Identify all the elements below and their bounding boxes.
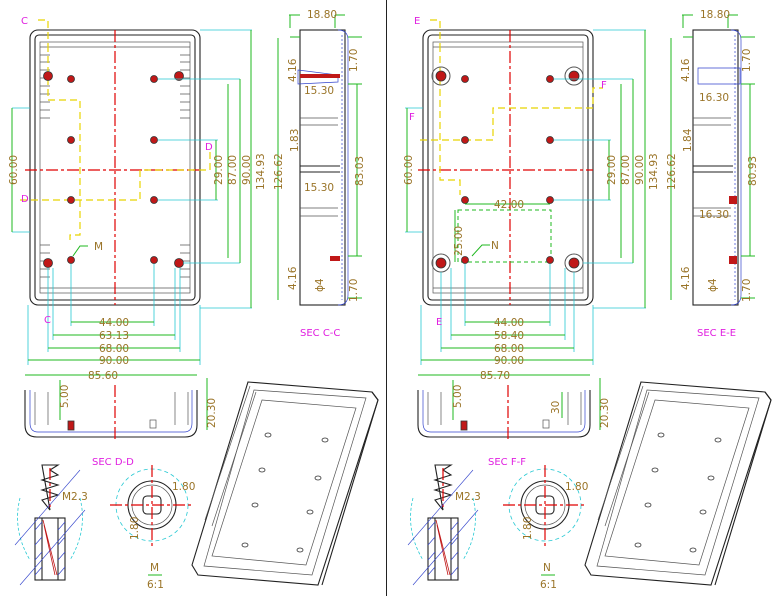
side-dim-1-70-bottom: 1.70 bbox=[741, 279, 753, 302]
section-view-d-d: 85.60 5.00 20.30 SEC D-D bbox=[24, 370, 218, 468]
dim-25: 25.00 bbox=[453, 226, 465, 256]
detail-dim-1-80-b: 1.80 bbox=[129, 517, 141, 540]
detail-view-m: 1.80 1.80 M 6:1 bbox=[109, 464, 195, 591]
side-dim-4-16-bottom: 4.16 bbox=[287, 266, 299, 290]
dim-29: 29.00 bbox=[606, 155, 618, 185]
section-mark-f-right: F bbox=[601, 80, 607, 91]
section-mark-f-left: F bbox=[409, 112, 415, 123]
dim-63-13: 63.13 bbox=[99, 330, 129, 342]
dim-44: 44.00 bbox=[99, 317, 129, 329]
dim-58-40: 58.40 bbox=[494, 330, 524, 342]
mounting-bosses bbox=[431, 66, 584, 273]
side-dim-1-70-top: 1.70 bbox=[348, 49, 360, 72]
side-dim-15-30-top: 15.30 bbox=[304, 85, 334, 97]
section-view-e-e: 18.80 4.16 1.70 16.30 1.84 126.62 80.93 … bbox=[666, 9, 759, 339]
dim-87: 87.00 bbox=[227, 155, 239, 185]
screw-size-label: M2.3 bbox=[455, 491, 481, 503]
bottom-dim-5-00: 5.00 bbox=[59, 385, 71, 408]
side-dim-83-03: 83.03 bbox=[354, 156, 366, 186]
detail-scale: 6:1 bbox=[540, 579, 557, 591]
detail-name: N bbox=[543, 562, 551, 574]
dim-44: 44.00 bbox=[494, 317, 524, 329]
isometric-view bbox=[584, 381, 772, 586]
dim-90: 90.00 bbox=[241, 155, 253, 185]
section-title-f-f: SEC F-F bbox=[488, 457, 526, 468]
side-dim-80-93: 80.93 bbox=[747, 156, 759, 186]
isometric-view bbox=[191, 381, 379, 586]
side-dim-1-84: 1.84 bbox=[682, 128, 694, 152]
bottom-section-outline bbox=[24, 389, 198, 438]
dim-42: 42.00 bbox=[494, 199, 524, 211]
bottom-dim-85-60: 85.60 bbox=[88, 370, 118, 382]
section-title-e-e: SEC E-E bbox=[697, 328, 736, 339]
side-dim-4-16-bottom: 4.16 bbox=[680, 266, 692, 290]
dim-60: 60.00 bbox=[8, 155, 20, 185]
screw-detail: M2.3 bbox=[14, 464, 88, 586]
detail-dim-1-80-a: 1.80 bbox=[565, 481, 588, 493]
bottom-dim-5-00: 5.00 bbox=[452, 385, 464, 408]
detail-name: M bbox=[150, 562, 159, 574]
detail-dim-1-80-b: 1.80 bbox=[522, 517, 534, 540]
section-title-c-c: SEC C-C bbox=[300, 328, 340, 339]
plan-view-c: C C D D M 29.00 87.00 90.00 134.93 60.00… bbox=[8, 16, 267, 367]
dim-68: 68.00 bbox=[494, 343, 524, 355]
side-dim-1-70-top: 1.70 bbox=[741, 49, 753, 72]
side-dim-16-30-top: 16.30 bbox=[699, 92, 729, 104]
side-dim-16-30-bottom: 16.30 bbox=[699, 209, 729, 221]
bottom-dim-20-30: 20.30 bbox=[599, 398, 611, 428]
dim-134-93: 134.93 bbox=[648, 153, 660, 190]
side-dim-1-70-bottom: 1.70 bbox=[348, 279, 360, 302]
screw-size-label: M2.3 bbox=[62, 491, 88, 503]
side-dim-18-80: 18.80 bbox=[307, 9, 337, 21]
detail-scale: 6:1 bbox=[147, 579, 164, 591]
component-area-outline bbox=[457, 209, 552, 263]
section-mark-d-right: D bbox=[205, 142, 213, 153]
dim-68: 68.00 bbox=[99, 343, 129, 355]
section-mark-e-top: E bbox=[414, 16, 420, 27]
bottom-dim-30: 30 bbox=[550, 401, 562, 414]
section-mark-c-top: C bbox=[21, 16, 28, 27]
side-dim-phi4: ϕ4 bbox=[707, 278, 719, 292]
side-dim-phi4: ϕ4 bbox=[314, 278, 326, 292]
dim-90-width: 90.00 bbox=[494, 355, 524, 367]
section-view-c-c: 18.80 4.16 1.70 15.30 1.83 126.62 83.03 … bbox=[273, 9, 366, 339]
section-view-f-f: 85.70 5.00 30 20.30 SEC F-F bbox=[417, 370, 611, 468]
mounting-bosses bbox=[43, 71, 184, 268]
detail-view-n: 1.80 1.80 N 6:1 bbox=[502, 464, 588, 591]
section-mark-e-bottom: E bbox=[436, 317, 442, 328]
screw-detail: M2.3 bbox=[407, 464, 481, 586]
dim-90: 90.00 bbox=[634, 155, 646, 185]
detail-dim-1-80-a: 1.80 bbox=[172, 481, 195, 493]
right-panel: E E F F N 42.00 25.00 29.00 87.00 90.00 … bbox=[403, 9, 772, 591]
bottom-section-outline bbox=[417, 389, 591, 438]
extension-lines bbox=[12, 29, 252, 365]
dimension-lines bbox=[11, 30, 252, 361]
bottom-dim-20-30: 20.30 bbox=[206, 398, 218, 428]
section-mark-d-left: D bbox=[21, 194, 29, 205]
detail-callout: M bbox=[94, 241, 103, 253]
dim-29: 29.00 bbox=[213, 155, 225, 185]
side-dim-4-16-top: 4.16 bbox=[680, 58, 692, 82]
section-title-d-d: SEC D-D bbox=[92, 457, 134, 468]
side-dim-1-83: 1.83 bbox=[289, 129, 301, 152]
dim-90-width: 90.00 bbox=[99, 355, 129, 367]
plan-view-e: E E F F N 42.00 25.00 29.00 87.00 90.00 … bbox=[403, 16, 660, 367]
side-dim-4-16-top: 4.16 bbox=[287, 58, 299, 82]
bottom-dim-85-70: 85.70 bbox=[480, 370, 510, 382]
screw-and-insert bbox=[14, 464, 86, 586]
detail-callout: N bbox=[491, 240, 499, 252]
section-mark-c-bottom: C bbox=[44, 315, 51, 326]
dim-87: 87.00 bbox=[620, 155, 632, 185]
detail-leader bbox=[72, 245, 88, 257]
section-path bbox=[20, 19, 211, 240]
side-dim-15-30-bottom: 15.30 bbox=[304, 182, 334, 194]
side-dim-126-62: 126.62 bbox=[666, 153, 678, 190]
side-dim-126-62: 126.62 bbox=[273, 153, 285, 190]
dim-134-93: 134.93 bbox=[255, 153, 267, 190]
side-dim-18-80: 18.80 bbox=[700, 9, 730, 21]
screw-and-insert bbox=[407, 464, 479, 586]
left-panel: C C D D M 29.00 87.00 90.00 134.93 60.00… bbox=[8, 9, 379, 591]
dim-60: 60.00 bbox=[403, 155, 415, 185]
